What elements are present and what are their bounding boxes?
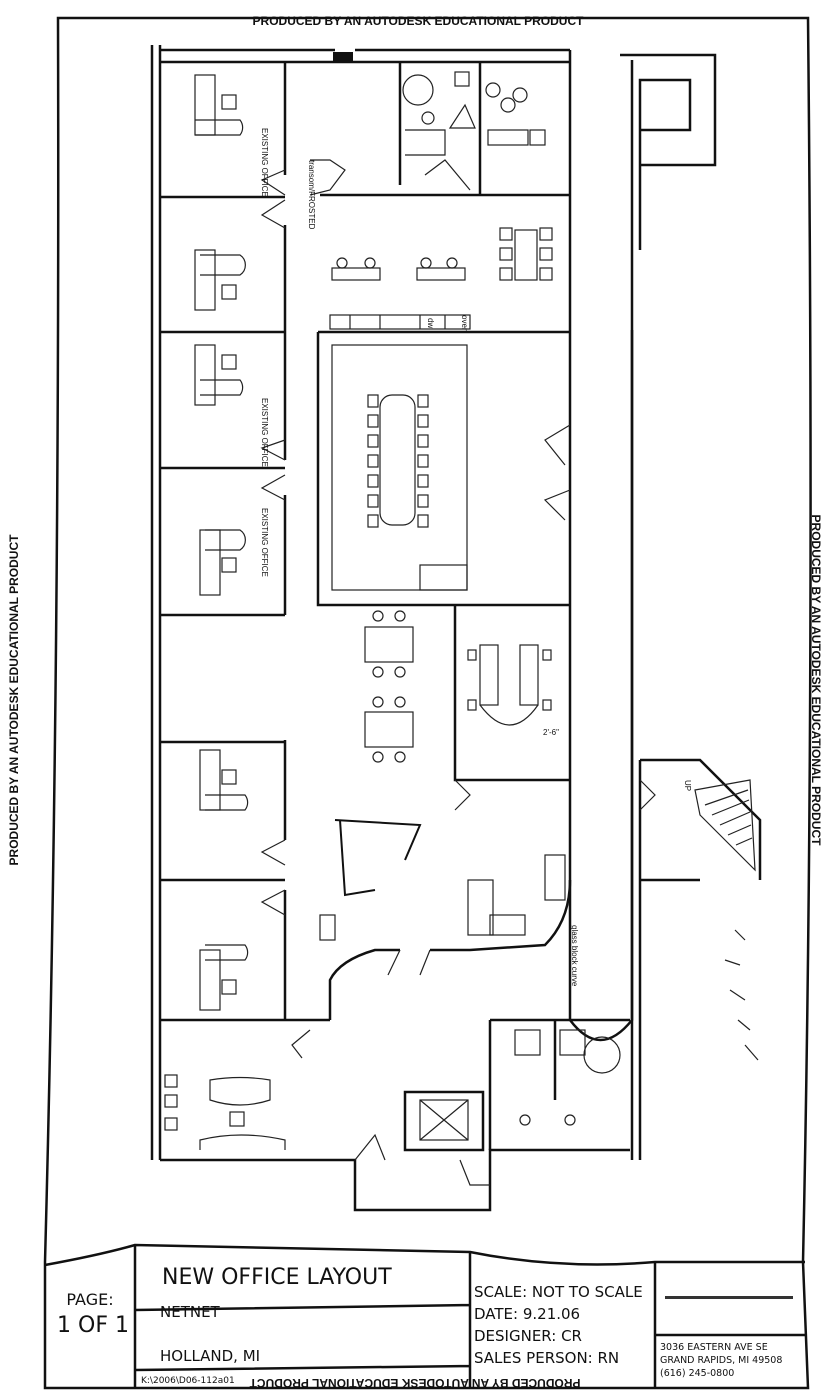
label-glass-block-curve: glass block curve <box>570 925 579 987</box>
logo-placeholder <box>665 1296 793 1299</box>
label-dishwasher: dw <box>426 318 435 328</box>
label-stair-up: UP <box>683 780 692 791</box>
address-line1: 3036 EASTERN AVE SE <box>660 1342 768 1353</box>
watermark-bottom: PRODUCED BY AN AUTODESK EDUCATIONAL PROD… <box>249 1376 581 1390</box>
label-oven: oven <box>460 315 469 332</box>
page-value: 1 OF 1 <box>57 1313 129 1338</box>
phone: (616) 245-0800 <box>660 1368 734 1379</box>
open-area: 2'-6" glass block curve <box>319 605 579 1020</box>
title-block: PAGE: 1 OF 1 NEW OFFICE LAYOUT NETNET HO… <box>57 1245 805 1388</box>
date: DATE: 9.21.06 <box>474 1305 580 1323</box>
core-rooms <box>354 1018 630 1186</box>
sheet-border <box>43 16 812 1390</box>
label-existing-office-2: EXISTING OFFICE <box>260 398 269 467</box>
exterior-walls <box>150 45 717 1212</box>
label-existing-office-1: EXISTING OFFICE <box>260 128 269 197</box>
watermark-top: PRODUCED BY AN AUTODESK EDUCATIONAL PROD… <box>253 14 585 28</box>
top-rooms: dw oven <box>309 62 570 332</box>
watermark-right: PRODUCED BY AN AUTODESK EDUCATIONAL PROD… <box>809 515 823 847</box>
conference-room <box>316 330 571 607</box>
scale: SCALE: NOT TO SCALE <box>474 1283 643 1301</box>
address-line2: GRAND RAPIDS, MI 49508 <box>660 1355 782 1366</box>
page-label: PAGE: <box>66 1290 113 1309</box>
sales-person: SALES PERSON: RN <box>474 1349 619 1367</box>
designer: DESIGNER: CR <box>474 1327 582 1345</box>
file-path: K:\2006\D06-112a01 <box>141 1376 235 1386</box>
client-name: NETNET <box>160 1303 221 1321</box>
label-existing-office-3: EXISTING OFFICE <box>260 508 269 577</box>
client-location: HOLLAND, MI <box>160 1347 260 1365</box>
drawing-title: NEW OFFICE LAYOUT <box>162 1265 392 1290</box>
stair: UP <box>639 758 762 1061</box>
left-offices <box>160 62 330 1150</box>
watermark-left: PRODUCED BY AN AUTODESK EDUCATIONAL PROD… <box>7 534 21 866</box>
label-transom-frosted: transom/FROSTED <box>307 160 316 230</box>
title-block-top-line <box>44 1243 805 1267</box>
label-dimension: 2'-6" <box>543 728 559 737</box>
